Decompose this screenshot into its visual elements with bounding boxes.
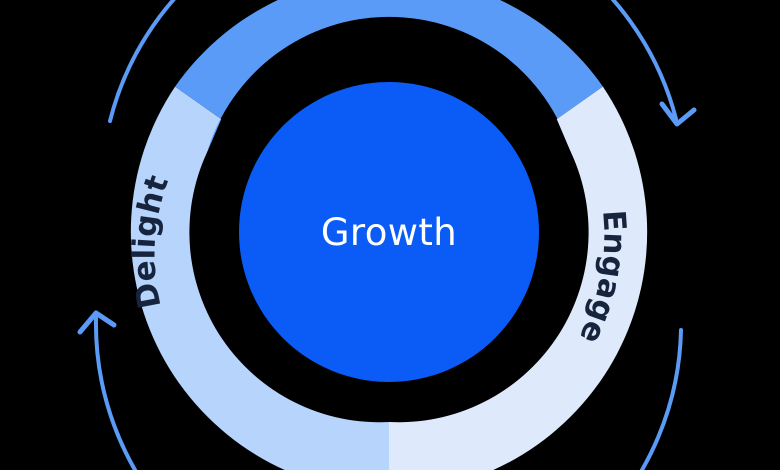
segment-engage-shape[interactable] xyxy=(389,86,648,470)
arrow-top-right xyxy=(108,0,697,127)
segment-engage[interactable] xyxy=(389,86,648,470)
arrow-bottom-left-head xyxy=(77,310,117,335)
segment-attract-shape[interactable] xyxy=(175,0,603,153)
arrow-top-right-head xyxy=(659,101,697,127)
center-circle[interactable] xyxy=(239,82,539,382)
arrow-bottom-left-arc xyxy=(93,316,683,470)
segment-delight[interactable] xyxy=(130,86,389,470)
arrow-bottom-left xyxy=(77,310,683,470)
segment-attract[interactable] xyxy=(175,0,603,153)
center-label-growth: Growth xyxy=(321,211,457,254)
segment-delight-shape[interactable] xyxy=(130,86,389,470)
arrow-top-right-arc xyxy=(108,0,678,123)
